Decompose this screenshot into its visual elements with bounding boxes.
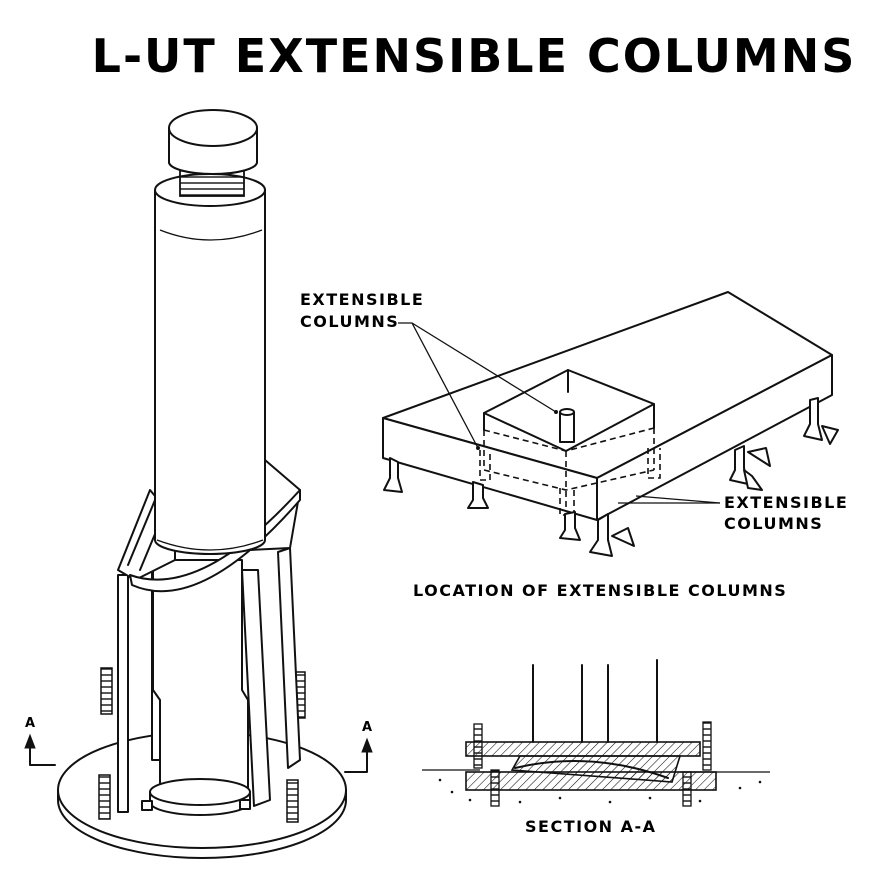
slab-feet (383, 397, 839, 557)
section-marker-right: A (344, 720, 373, 773)
svg-text:A: A (25, 716, 35, 731)
center-column (559, 411, 575, 443)
section-caption: SECTION A-A (525, 817, 657, 836)
section-lower-plate (465, 771, 717, 791)
callout-top-line1: EXTENSIBLE (300, 290, 424, 309)
section-upper-plate (465, 741, 701, 757)
section-marker-left: A (24, 716, 56, 766)
base-plate-studs (98, 667, 306, 823)
hidden-extensible-columns (479, 427, 661, 516)
svg-text:A: A (362, 720, 372, 735)
foot-nut-left (141, 800, 153, 811)
slab-side-face (596, 354, 833, 521)
location-caption: LOCATION OF EXTENSIBLE COLUMNS (413, 581, 787, 600)
callout-top-line2: COLUMNS (300, 312, 399, 331)
upper-column (154, 189, 266, 555)
callout-right-line2: COLUMNS (724, 514, 823, 533)
callout-leaders (398, 322, 721, 504)
collar-ring (129, 489, 301, 593)
section-concrete (438, 778, 762, 804)
section-a-a-view: SECTION A-A (422, 659, 770, 836)
section-bolts (473, 721, 712, 807)
callout-right-line1: EXTENSIBLE (724, 493, 848, 512)
lower-column (152, 559, 249, 803)
column-foot (149, 778, 251, 806)
location-view: EXTENSIBLE COLUMNS EXTENSIBLE COLUMNS LO… (300, 290, 848, 600)
base-plate-edge (57, 789, 347, 859)
diagram-title: L-UT EXTENSIBLE COLUMNS (92, 29, 857, 83)
cap-top (168, 109, 258, 147)
foot-nut-right (239, 799, 251, 810)
column-assembly: A A (24, 109, 373, 859)
